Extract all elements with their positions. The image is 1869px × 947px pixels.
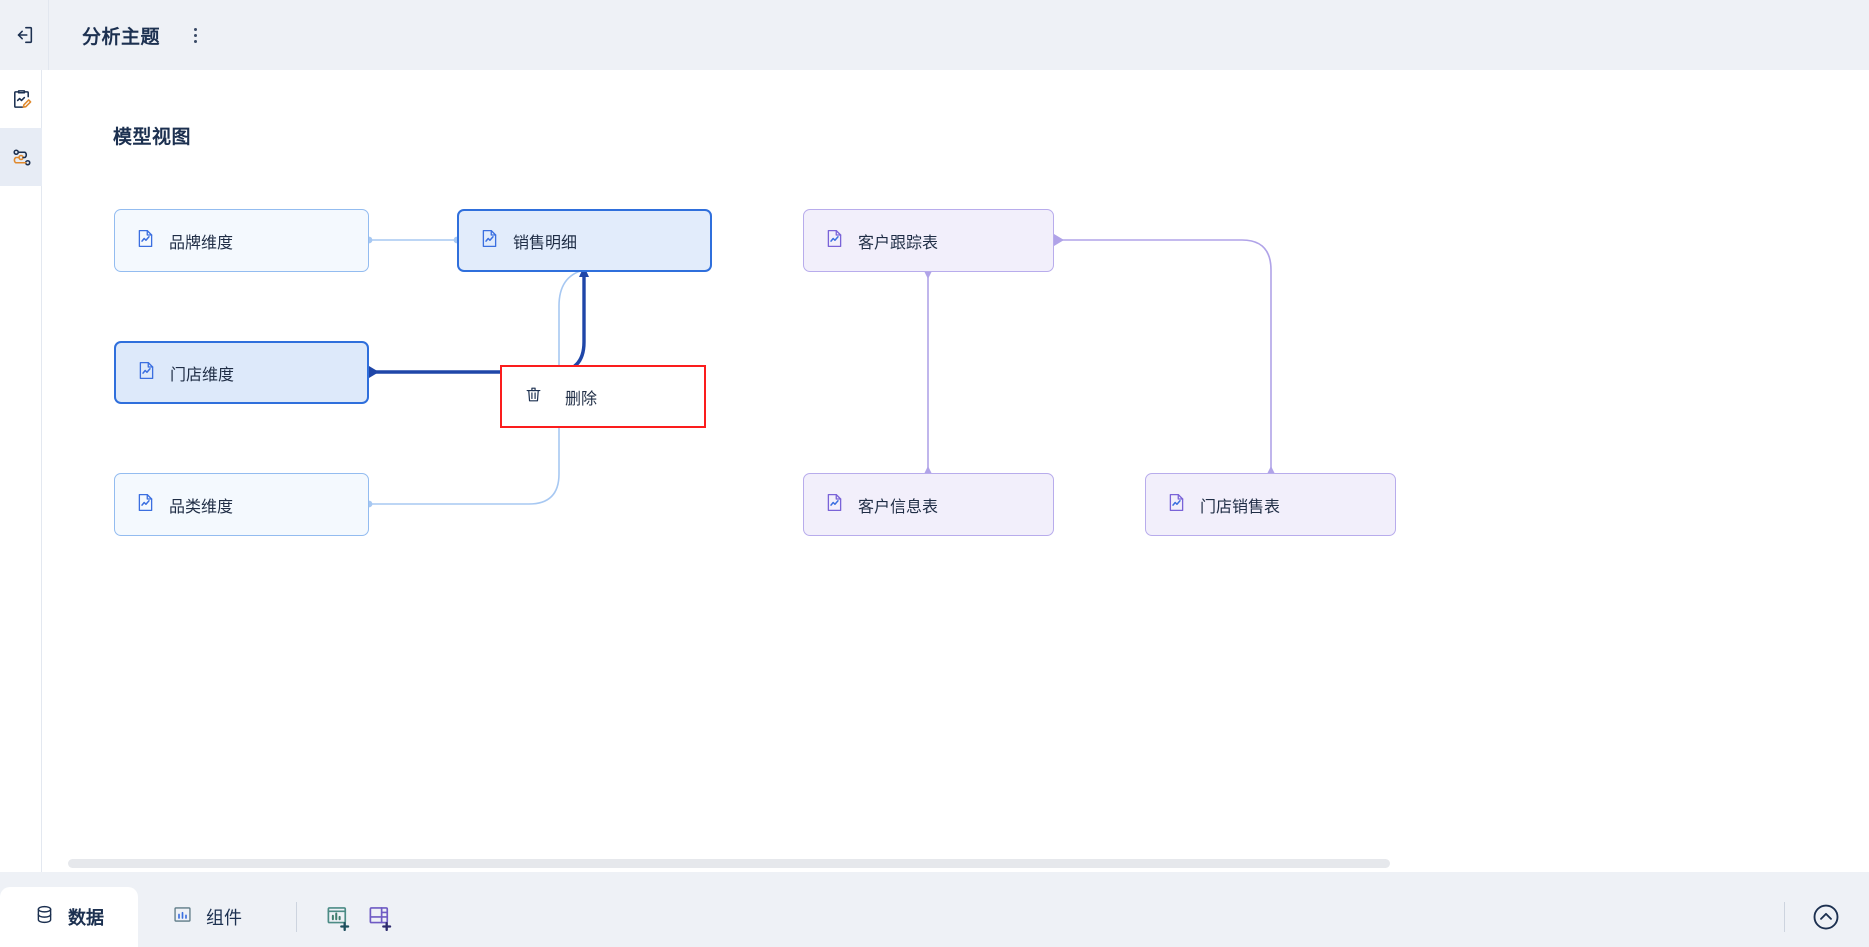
bar-chart-icon [172, 904, 193, 930]
horizontal-scrollbar[interactable] [42, 856, 1869, 870]
tab-data[interactable]: 数据 [0, 887, 138, 947]
model-node-label: 销售明细 [513, 234, 578, 252]
tab-components[interactable]: 组件 [138, 887, 276, 947]
exit-left-icon[interactable] [7, 18, 41, 52]
edge-layer [365, 234, 1276, 508]
header-divider [48, 0, 49, 70]
more-vertical-icon[interactable] [182, 22, 208, 48]
model-node-label: 客户跟踪表 [858, 234, 939, 252]
model-node-store-sales[interactable]: 门店销售表 [1145, 473, 1396, 536]
page-title: 分析主题 [82, 26, 161, 48]
toolbar-separator-left [296, 902, 297, 932]
model-node-label: 门店维度 [170, 366, 235, 384]
toolbar-separator-right [1784, 902, 1785, 932]
horizontal-scrollbar-thumb[interactable] [68, 859, 1390, 868]
chart-file-icon [135, 492, 156, 518]
edge-brand-sales [365, 236, 461, 244]
model-node-sales[interactable]: 销售明细 [457, 209, 712, 272]
sidebar-item-model[interactable] [0, 128, 42, 186]
delete-context-menu[interactable]: 删除 [500, 365, 706, 428]
edge-custtrack-storesale [1054, 234, 1276, 476]
app-header: 分析主题 [0, 0, 1869, 70]
header-back-area [0, 0, 48, 70]
edge-store-sales [369, 266, 589, 378]
model-node-label: 品牌维度 [169, 234, 234, 252]
model-node-label: 品类维度 [169, 498, 234, 516]
tab-data-label: 数据 [68, 908, 104, 928]
sidebar-item-edit[interactable] [0, 70, 42, 128]
model-node-category[interactable]: 品类维度 [114, 473, 369, 536]
trash-icon [524, 385, 543, 409]
chevron-up-circle-icon[interactable] [1805, 896, 1847, 938]
left-sidebar [0, 70, 42, 872]
model-node-label: 门店销售表 [1200, 498, 1281, 516]
model-node-customer-info[interactable]: 客户信息表 [803, 473, 1054, 536]
model-node-store[interactable]: 门店维度 [114, 341, 369, 404]
chart-file-icon [136, 360, 157, 386]
tab-components-label: 组件 [206, 908, 242, 928]
model-canvas[interactable]: 模型视图 [42, 70, 1869, 872]
add-chart-button[interactable] [317, 896, 359, 938]
delete-menu-label: 删除 [565, 390, 598, 408]
model-node-brand[interactable]: 品牌维度 [114, 209, 369, 272]
model-node-customer-track[interactable]: 客户跟踪表 [803, 209, 1054, 272]
chart-file-icon [479, 228, 500, 254]
chart-file-icon [824, 492, 845, 518]
edge-custtrack-custinfo [923, 269, 933, 476]
header-body: 分析主题 [49, 0, 1869, 70]
bottom-toolbar: 数据 组件 [0, 872, 1869, 947]
database-icon [34, 904, 55, 930]
canvas-title: 模型视图 [113, 127, 192, 148]
chart-file-icon [135, 228, 156, 254]
chart-file-icon [824, 228, 845, 254]
model-node-label: 客户信息表 [858, 498, 939, 516]
add-layout-button[interactable] [359, 896, 401, 938]
chart-file-icon [1166, 492, 1187, 518]
